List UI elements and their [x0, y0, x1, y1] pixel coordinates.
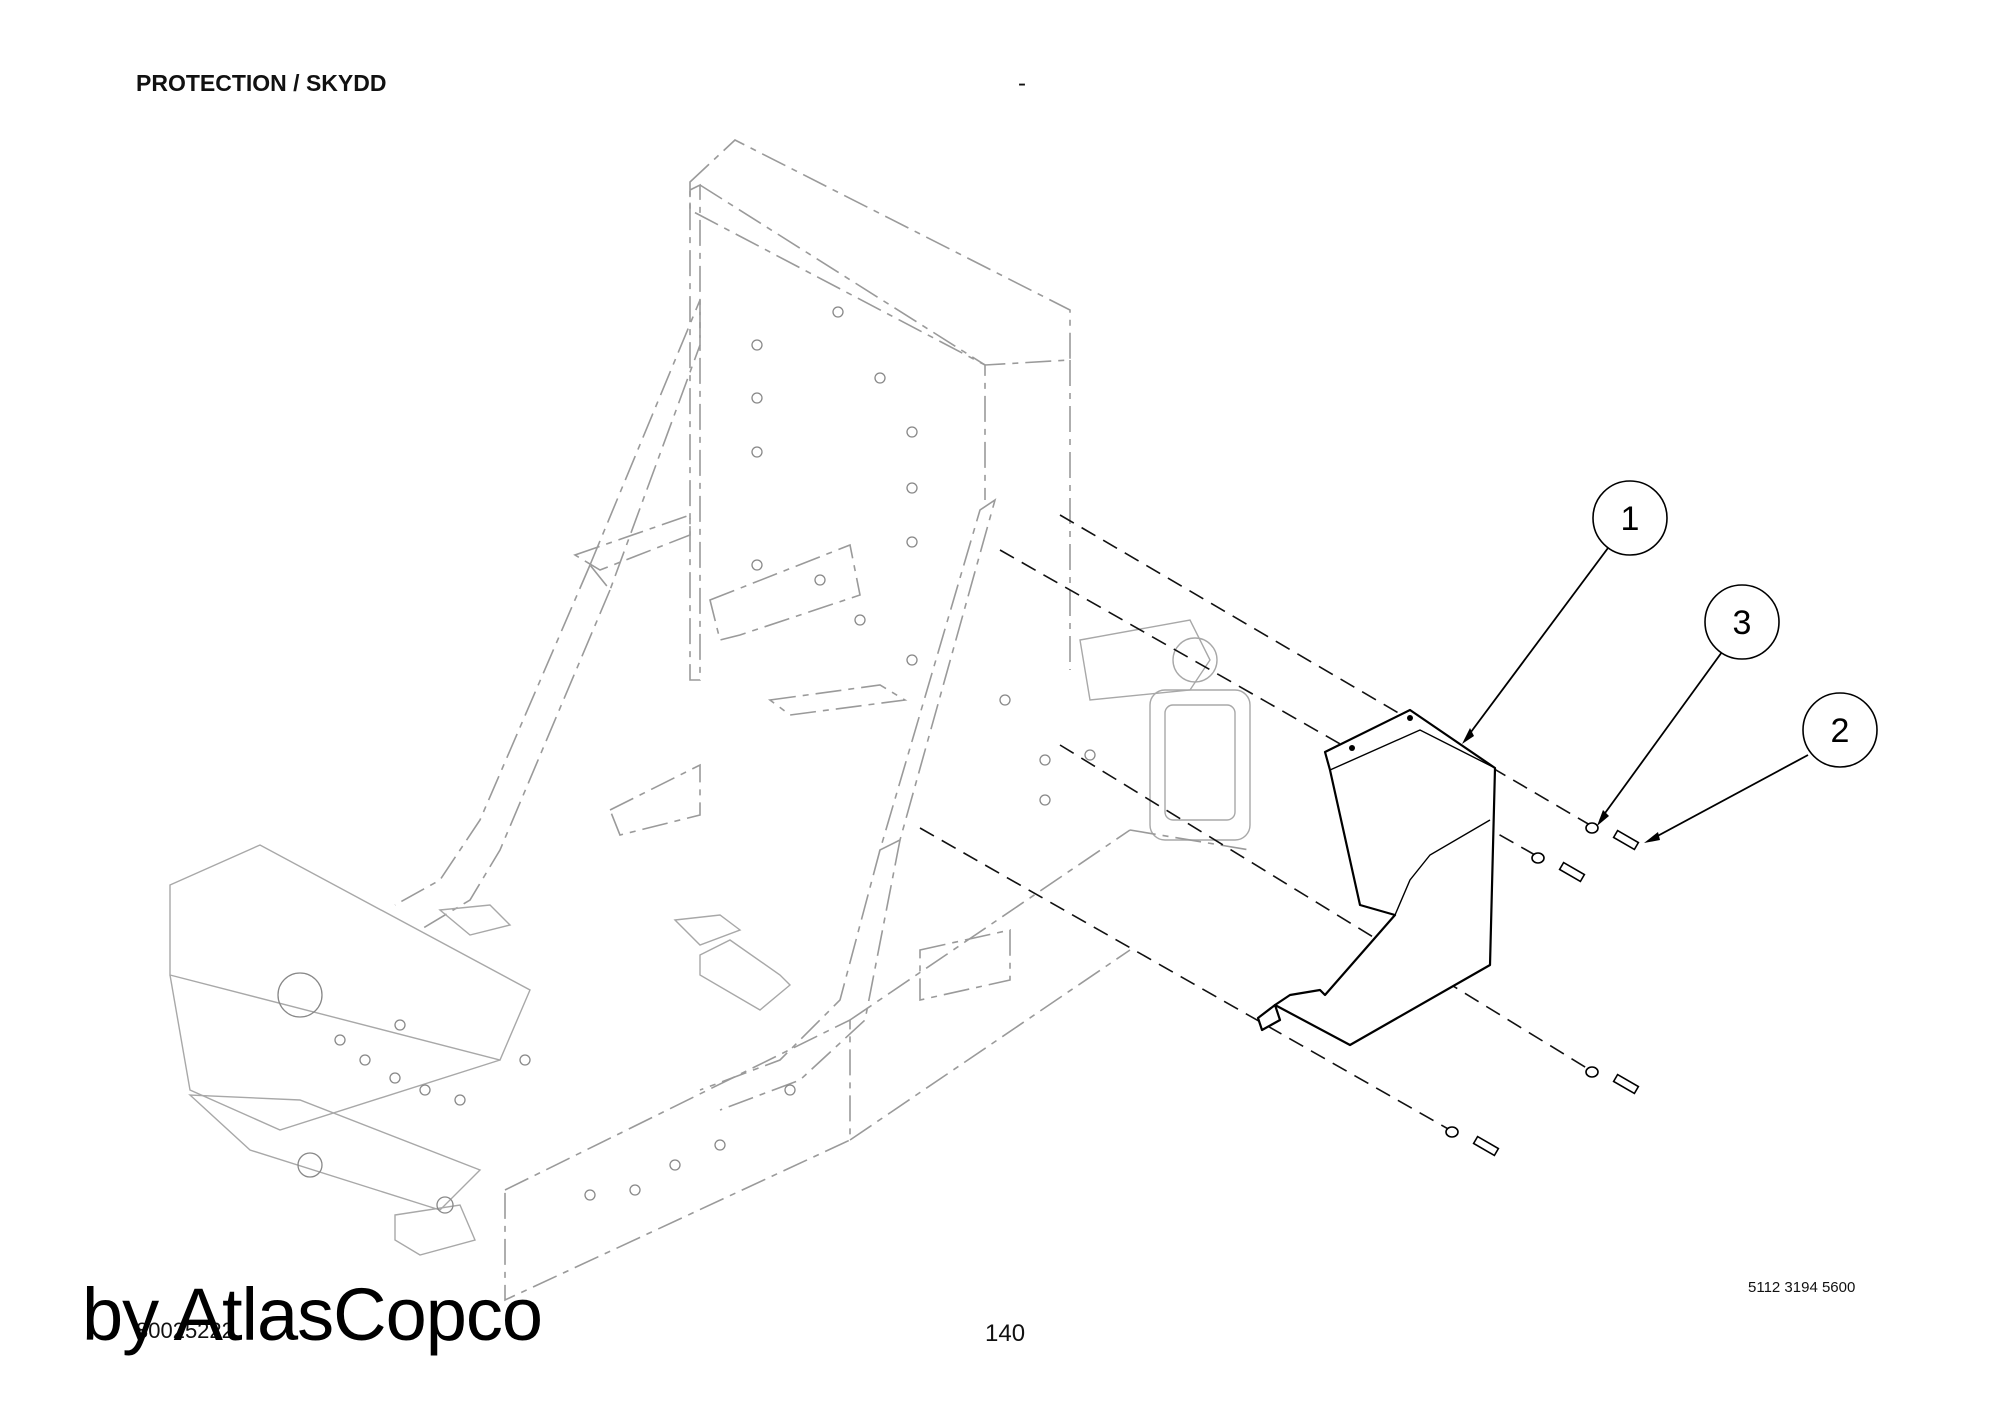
header-separator: - — [1018, 70, 1026, 97]
page-title: PROTECTION / SKYDD — [136, 70, 387, 96]
item-balloon-3: 3 — [1704, 584, 1780, 660]
fasteners — [1445, 822, 1640, 1157]
item-balloon-1-label: 1 — [1621, 500, 1640, 538]
watermark: by AtlasCopco — [82, 1273, 543, 1356]
frame-holes — [277, 306, 1096, 1214]
drawing-number: 80025222 — [136, 1318, 234, 1343]
item-balloon-2-label: 2 — [1831, 712, 1850, 750]
machine-frame — [169, 139, 1251, 1302]
item-balloon-1: 1 — [1592, 480, 1668, 556]
item-balloon-3-label: 3 — [1733, 604, 1752, 642]
page-number: 140 — [985, 1320, 1026, 1347]
item-balloon-2: 2 — [1802, 692, 1878, 768]
part-number: 5112 3194 5600 — [1748, 1279, 1856, 1296]
leader-lines — [1462, 547, 1809, 843]
protection-cover — [1256, 708, 1497, 1047]
